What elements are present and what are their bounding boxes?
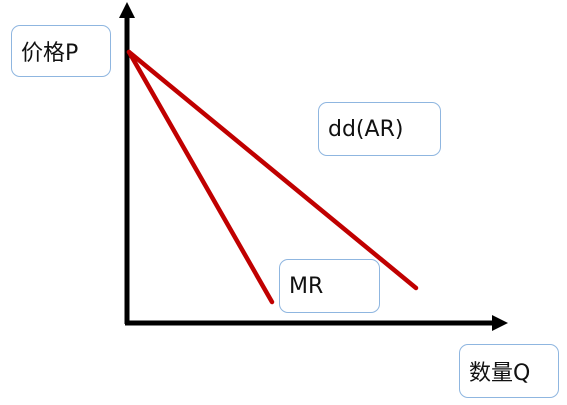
demand-curve-label: dd(AR) (318, 102, 441, 156)
quantity-axis-label: 数量Q (459, 344, 559, 398)
marginal-revenue-label: MR (279, 259, 380, 313)
marginal-revenue-curve (126, 49, 275, 305)
arrow-up-icon (119, 2, 135, 18)
arrow-right-icon (492, 315, 508, 331)
price-axis-label: 价格P (11, 25, 111, 77)
demand-curve-dd-ar (126, 49, 419, 291)
